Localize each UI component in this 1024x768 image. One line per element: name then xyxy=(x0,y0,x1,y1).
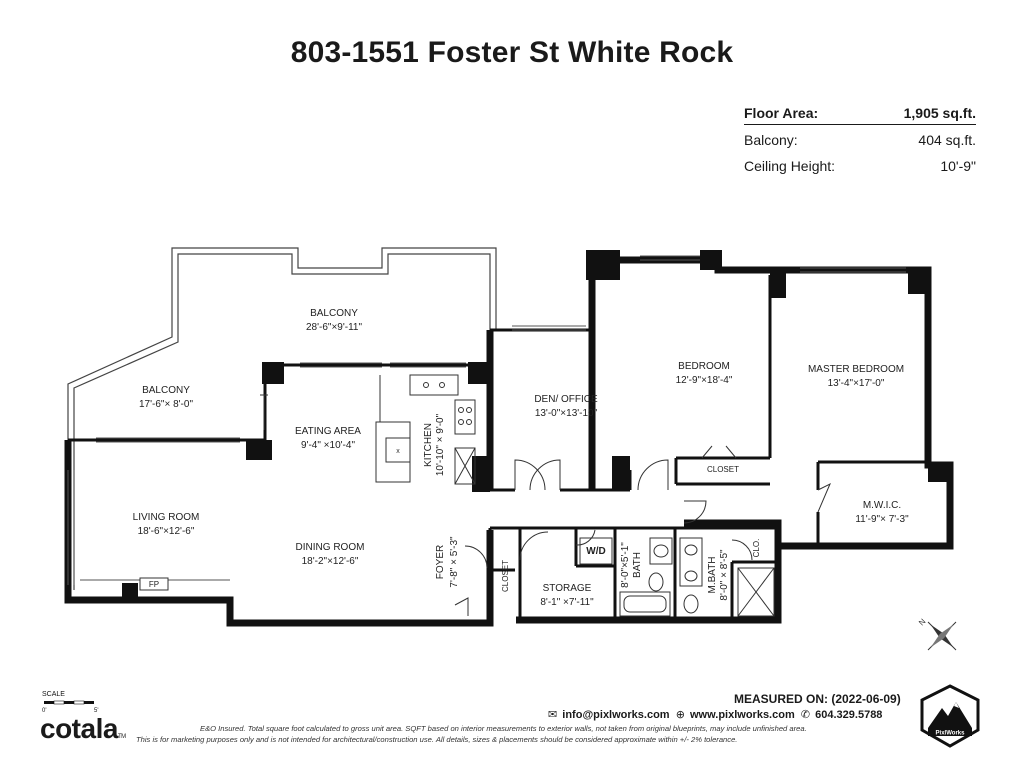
floor-area-value: 1,905 sq.ft. xyxy=(903,105,976,121)
mail-icon: ✉ xyxy=(548,709,558,721)
disclaimer-line-2: This is for marketing purposes only and … xyxy=(136,735,738,744)
logo-text: PixlWorks xyxy=(936,731,966,737)
mwic-dim: 11'-9"× 7'-3" xyxy=(855,514,909,525)
disclaimer-line-1: E&O Insured. Total square foot calculate… xyxy=(200,724,807,733)
bedroom-name: BEDROOM xyxy=(678,361,730,372)
bath-name: BATH xyxy=(632,552,643,578)
ceiling-height-label: Ceiling Height: xyxy=(744,158,836,174)
storage-name: STORAGE xyxy=(543,583,592,594)
floor-area-label: Floor Area: xyxy=(744,105,819,121)
mbath-closet-label: CLO. xyxy=(752,539,761,558)
brand-logo: cotalaTM xyxy=(40,713,126,745)
bath-dim: 8'-0"×5'-1" xyxy=(620,542,631,588)
balcony-top-name: BALCONY xyxy=(310,308,358,319)
balcony-area-label: Balcony: xyxy=(744,132,798,148)
contact-website[interactable]: www.pixlworks.com xyxy=(690,709,795,721)
ceiling-height-row: Ceiling Height: 10'-9" xyxy=(744,153,976,179)
eating-area-dim: 9'-4" ×10'-4" xyxy=(301,440,355,451)
compass-icon: N xyxy=(917,617,957,651)
kitchen-name: KITCHEN xyxy=(423,423,434,467)
eating-area-name: EATING AREA xyxy=(295,426,361,437)
master-bedroom-name: MASTER BEDROOM xyxy=(808,364,904,375)
bath-fixtures xyxy=(579,537,775,617)
washer-dryer-label: W/D xyxy=(586,546,605,557)
compass-north-label: N xyxy=(917,617,928,628)
mbath-dim: 8'-0" × 8'-5" xyxy=(719,549,730,601)
foyer-closet-label: CLOSET xyxy=(501,560,510,592)
scale-bar: SCALE 0' 5' xyxy=(42,691,98,714)
room-labels: BALCONY 28'-6"×9'-11" BALCONY 17'-6"× 8'… xyxy=(133,308,909,608)
bedroom-dim: 12'-9"×18'-4" xyxy=(676,375,733,386)
foyer-name: FOYER xyxy=(435,545,446,579)
contact-phone[interactable]: 604.329.5788 xyxy=(815,709,883,721)
dining-room-dim: 18'-2"×12'-6" xyxy=(302,556,359,567)
door-swings xyxy=(260,394,831,616)
scale-five: 5' xyxy=(94,708,98,714)
den-name: DEN/ OFFICE xyxy=(534,394,598,405)
balcony-area-value: 404 sq.ft. xyxy=(918,132,976,148)
area-summary: Floor Area: 1,905 sq.ft. Balcony: 404 sq… xyxy=(744,102,976,179)
living-room-dim: 18'-6"×12'-6" xyxy=(138,526,195,537)
balcony-left-name: BALCONY xyxy=(142,385,190,396)
globe-icon: ⊕ xyxy=(675,709,685,721)
ceiling-height-value: 10'-9" xyxy=(940,158,976,174)
balcony-area-row: Balcony: 404 sq.ft. xyxy=(744,127,976,153)
master-bedroom-dim: 13'-4"×17'-0" xyxy=(828,378,885,389)
bedroom-closet-label: CLOSET xyxy=(707,465,739,474)
fireplace-label: FP xyxy=(149,580,159,589)
foyer-dim: 7'-8" × 5'-3" xyxy=(449,536,460,588)
balcony-left-dim: 17'-6"× 8'-0" xyxy=(139,399,193,410)
contact-line: ✉ info@pixlworks.com ⊕ www.pixlworks.com… xyxy=(548,708,882,721)
balcony-outline xyxy=(67,247,497,590)
scale-label: SCALE xyxy=(42,691,65,698)
mountain-logo-icon: PixlWorks xyxy=(920,684,980,748)
svg-text:x: x xyxy=(396,448,400,455)
storage-dim: 8'-1" ×7'-11" xyxy=(540,597,594,608)
living-room-name: LIVING ROOM xyxy=(133,512,200,523)
page-title: 803-1551 Foster St White Rock xyxy=(290,36,734,69)
dining-room-name: DINING ROOM xyxy=(296,542,365,553)
kitchen-fixtures: x xyxy=(375,374,476,485)
columns xyxy=(122,250,952,603)
mwic-name: M.W.I.C. xyxy=(863,500,901,511)
phone-icon: ✆ xyxy=(800,709,811,721)
floor-area-row: Floor Area: 1,905 sq.ft. xyxy=(744,102,976,125)
mbath-name: M.BATH xyxy=(707,556,718,593)
brand-name: cotala xyxy=(40,713,118,744)
den-dim: 13'-0"×13'-10" xyxy=(535,408,598,419)
balcony-top-dim: 28'-6"×9'-11" xyxy=(306,322,362,333)
measured-date: MEASURED ON: (2022-06-09) xyxy=(734,692,901,706)
contact-email[interactable]: info@pixlworks.com xyxy=(562,709,670,721)
scale-zero: 0' xyxy=(42,708,46,714)
brand-trademark: TM xyxy=(117,734,126,740)
fireplace xyxy=(139,577,169,591)
kitchen-dim: 10'-10" × 9'-0" xyxy=(435,413,446,476)
interior-walls xyxy=(68,275,928,620)
